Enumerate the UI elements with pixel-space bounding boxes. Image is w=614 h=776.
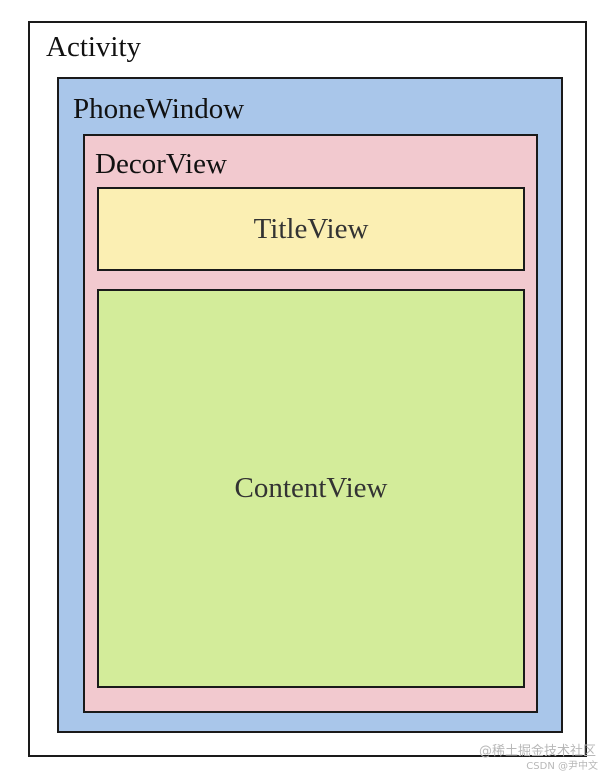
title-view-box: TitleView [97, 187, 525, 271]
phone-window-box: PhoneWindow DecorView TitleView ContentV… [57, 77, 563, 733]
activity-label: Activity [46, 31, 142, 63]
decor-view-box: DecorView TitleView ContentView [83, 134, 538, 713]
title-view-label: TitleView [253, 212, 369, 245]
watermark-juejin: @稀土掘金技术社区 [478, 744, 596, 759]
watermark-csdn: CSDN @尹中文 [526, 761, 598, 772]
content-view-box: ContentView [97, 289, 525, 688]
phone-window-label: PhoneWindow [73, 93, 245, 125]
content-view-label: ContentView [234, 472, 388, 504]
activity-box: Activity PhoneWindow DecorView TitleView… [28, 21, 587, 757]
decor-view-label: DecorView [95, 148, 227, 180]
